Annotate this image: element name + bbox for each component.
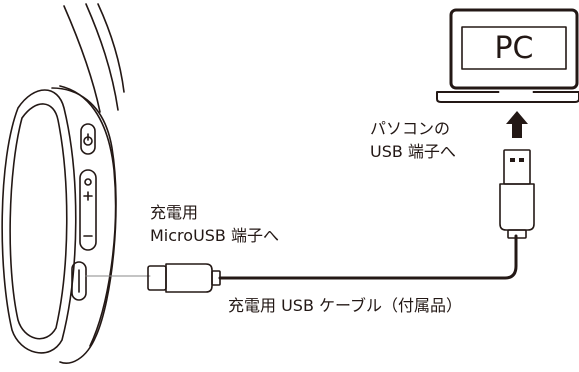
headset-volume-rocker [79,169,97,251]
pc-label: PC [494,30,534,66]
headset-ear-cushion [1,89,77,354]
headset-micro-usb-port [71,261,87,301]
pc-usb-label-line2: USB 端子へ [370,142,456,161]
usb-a-plug [499,149,535,239]
headset [1,3,125,364]
headset-power-button [80,123,96,155]
cable-label: 充電用 USB ケーブル（付属品） [228,296,463,315]
micro-usb-plug [147,263,221,293]
usb-cable [218,234,518,280]
headset-ear-cup [51,87,117,364]
pc-usb-label-line1: パソコンの [370,119,451,138]
headset-headband [63,5,101,113]
arrow-up-icon [506,111,528,138]
micro-usb-label-line1: 充電用 [150,203,199,222]
micro-usb-label-line2: MicroUSB 端子へ [150,226,279,245]
